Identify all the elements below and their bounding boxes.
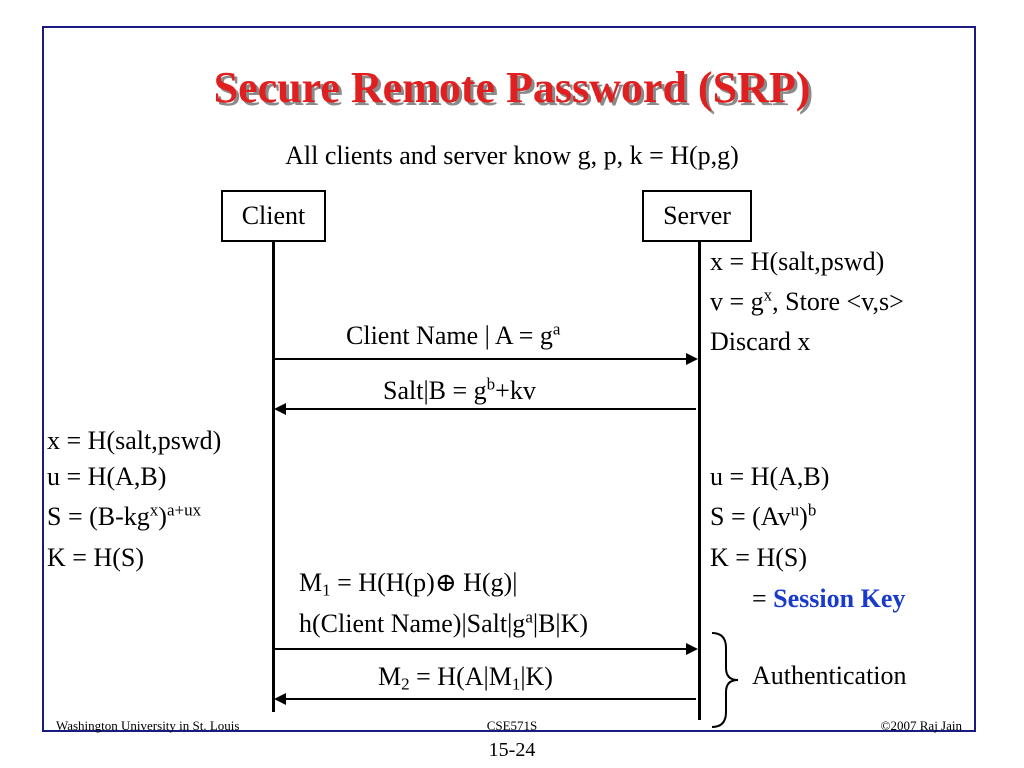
arrowhead-1 [686, 353, 698, 365]
slide-frame [42, 26, 976, 732]
client-compute-line4: K = H(S) [47, 543, 144, 572]
footer-right: ©2007 Raj Jain [880, 718, 962, 733]
session-key-line: = Session Key [752, 584, 906, 613]
arrowhead-2 [274, 403, 286, 415]
client-compute-line1: x = H(salt,pswd) [47, 426, 222, 455]
slide-title: Secure Remote Password (SRP) [213, 63, 811, 112]
m1-line1: M1 = H(H(p)⊕ H(g)| [299, 568, 518, 600]
footer-left: Washington University in St. Louis [56, 718, 240, 733]
server-compute-line3: K = H(S) [710, 543, 807, 572]
server-setup-line1: x = H(salt,pswd) [710, 247, 885, 276]
client-lifeline [272, 242, 275, 712]
subtitle: All clients and server know g, p, k = H(… [285, 141, 739, 170]
session-key-label: Session Key [773, 584, 906, 613]
server-lifeline [698, 242, 701, 720]
m1-line2: h(Client Name)|Salt|ga|B|K) [299, 607, 589, 638]
message-client-name: Client Name | A = ga [346, 319, 561, 350]
server-compute-line1: u = H(A,B) [710, 462, 830, 491]
client-box: Client [221, 190, 326, 242]
auth-brace [711, 632, 739, 728]
footer-center: CSE571S [486, 718, 538, 733]
client-compute-line3: S = (B-kgx)a+ux [47, 500, 202, 531]
server-setup-line2: v = gx, Store <v,s> [710, 285, 904, 316]
page-number: 15-24 [488, 739, 536, 761]
server-compute-line2: S = (Avu)b [710, 500, 817, 531]
m2-line: M2 = H(A|M1|K) [378, 662, 553, 694]
server-setup-line3: Discard x [710, 327, 811, 356]
arrowhead-3 [686, 643, 698, 655]
client-compute-line2: u = H(A,B) [47, 462, 167, 491]
authentication-label: Authentication [752, 661, 907, 690]
arrowhead-4 [274, 693, 286, 705]
message-salt-b: Salt|B = gb+kv [383, 374, 536, 405]
server-box: Server [642, 190, 752, 242]
